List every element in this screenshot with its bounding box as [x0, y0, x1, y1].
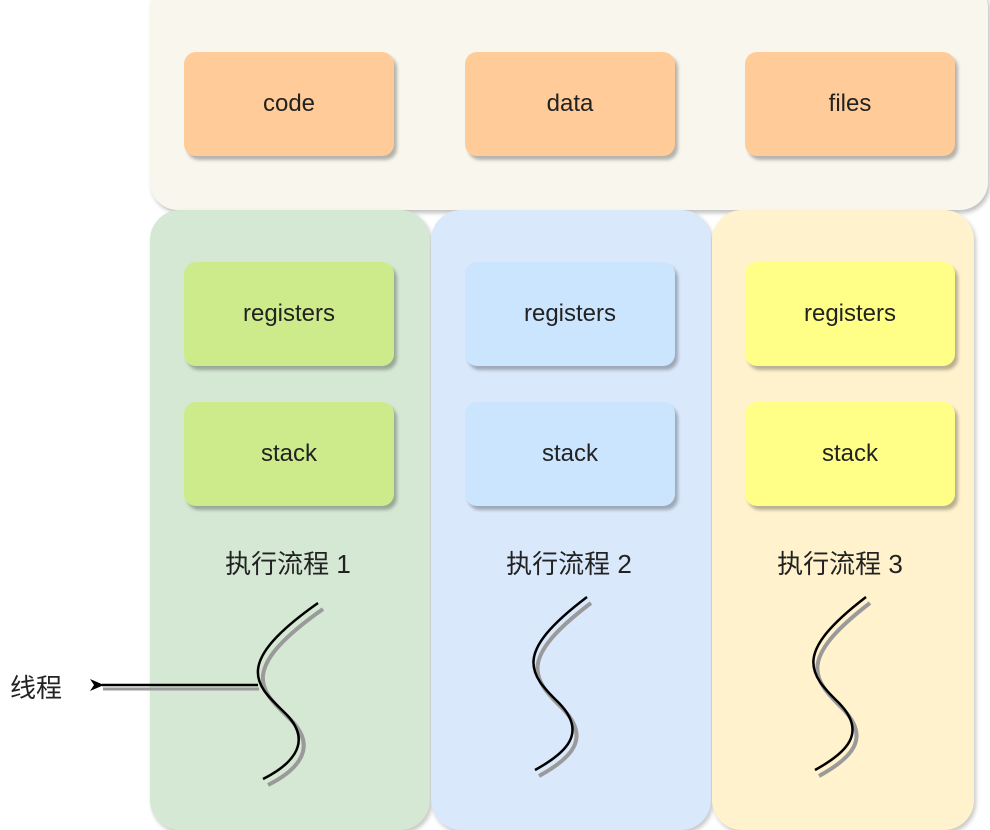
thread-1-registers-box: registers — [184, 262, 394, 366]
thread-2-stack-box: stack — [465, 402, 675, 506]
thread-3-caption: 执行流程 3 — [777, 549, 903, 579]
thread-1-stack-box: stack — [184, 402, 394, 506]
data-box: data — [465, 52, 675, 156]
thread-side-label: 线程 — [10, 673, 63, 703]
thread-2-caption: 执行流程 2 — [506, 549, 632, 579]
thread-3-stack-box: stack — [745, 402, 955, 506]
thread-2-squiggle-icon — [532, 596, 593, 778]
files-box: files — [745, 52, 955, 156]
thread-1-squiggle-icon — [256, 601, 325, 787]
thread-3-squiggle-icon — [812, 596, 872, 778]
thread-3-registers-box: registers — [745, 262, 955, 366]
arrow-left-icon — [90, 679, 259, 691]
thread-flow-overlay — [90, 596, 872, 787]
code-box: code — [184, 52, 394, 156]
thread-2-registers-box: registers — [465, 262, 675, 366]
thread-1-caption: 执行流程 1 — [225, 549, 351, 579]
